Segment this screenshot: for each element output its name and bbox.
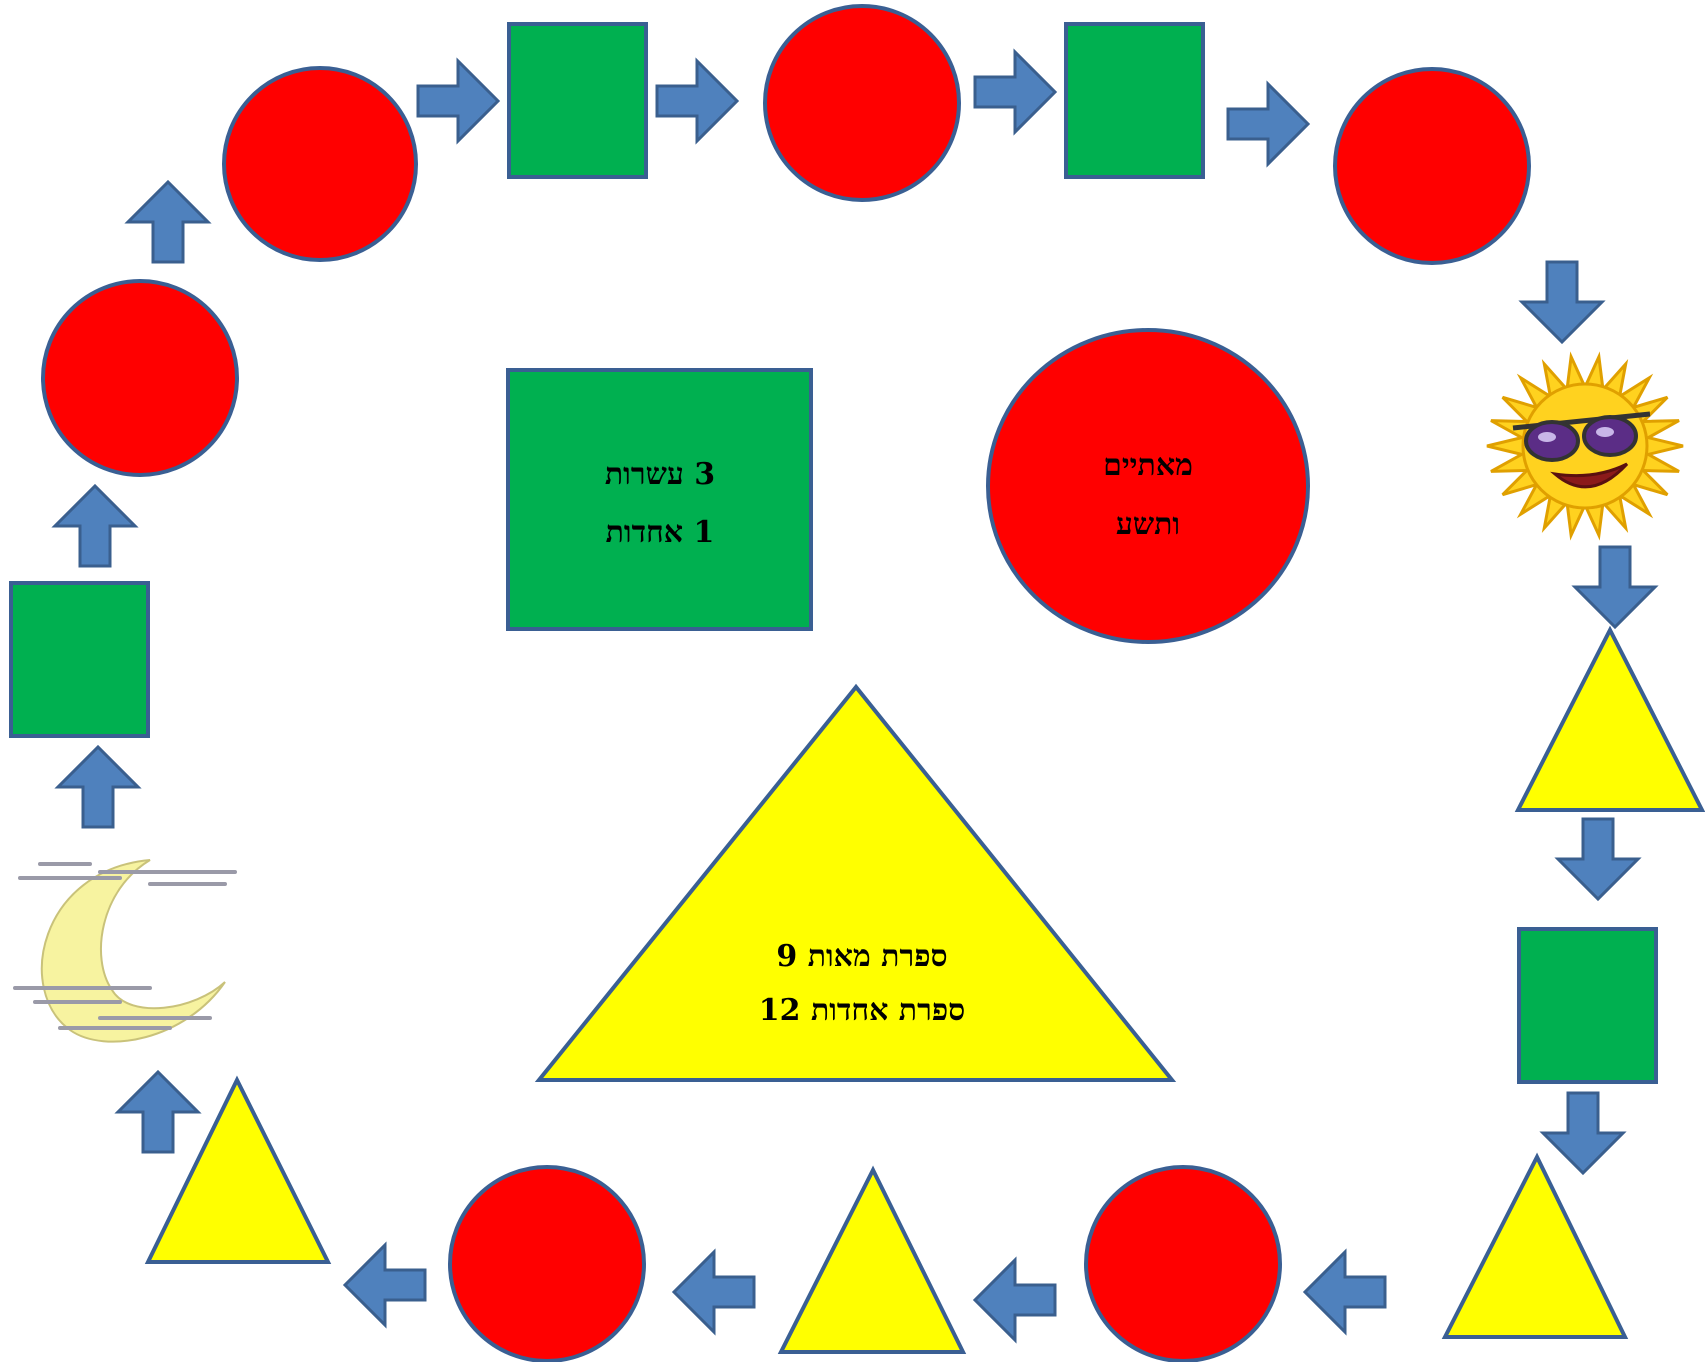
center-triangle-line-2: ספרת אחדות 12 (759, 993, 965, 1028)
arrow-right-icon (1226, 82, 1310, 166)
step-circle (1333, 67, 1531, 265)
arrow-right-icon (655, 59, 739, 143)
cloud-streaks (13, 862, 237, 1030)
step-triangle (144, 1075, 332, 1264)
step-triangle (1441, 1152, 1629, 1339)
center-triangle-card: ספרת מאות 9 ספרת אחדות 12 (534, 683, 1177, 1082)
step-circle (41, 279, 239, 477)
arrow-left-icon (973, 1258, 1057, 1342)
center-circle-line-2: ותשע (1116, 507, 1180, 542)
arrow-up-icon (126, 180, 210, 264)
step-triangle (777, 1165, 967, 1354)
step-circle (763, 4, 961, 202)
step-square (9, 581, 150, 738)
arrow-left-icon (1303, 1250, 1387, 1334)
arrow-down-icon (1556, 817, 1640, 901)
arrow-up-icon (53, 484, 137, 568)
center-circle-card: מאתיים ותשע (986, 328, 1310, 644)
step-circle (448, 1165, 646, 1362)
center-circle-line-1: מאתיים (1103, 448, 1193, 483)
step-square (1517, 927, 1658, 1084)
center-square-card: 3 עשרות 1 אחדות (506, 368, 813, 631)
arrow-down-icon (1541, 1091, 1625, 1175)
sun-icon (1486, 351, 1684, 541)
arrow-left-icon (672, 1250, 756, 1334)
step-triangle (1514, 625, 1705, 812)
arrow-left-icon (343, 1243, 427, 1327)
step-square (507, 22, 648, 179)
step-square (1064, 22, 1205, 179)
center-square-line-2: 1 אחדות (606, 515, 715, 550)
arrow-up-icon (56, 745, 140, 829)
center-triangle-line-1: ספרת מאות 9 (776, 939, 947, 974)
arrow-down-icon (1573, 545, 1657, 629)
moon-icon (13, 859, 237, 1043)
sunglasses-icon (1512, 411, 1651, 462)
arrow-right-icon (416, 59, 500, 143)
step-circle (222, 66, 418, 262)
arrow-right-icon (973, 50, 1057, 134)
step-circle (1084, 1165, 1282, 1362)
arrow-down-icon (1520, 260, 1604, 344)
smile-mouth (1550, 462, 1629, 489)
center-square-line-1: 3 עשרות (605, 457, 715, 492)
arrow-up-icon (116, 1070, 200, 1154)
path-steps (9, 4, 1705, 1362)
